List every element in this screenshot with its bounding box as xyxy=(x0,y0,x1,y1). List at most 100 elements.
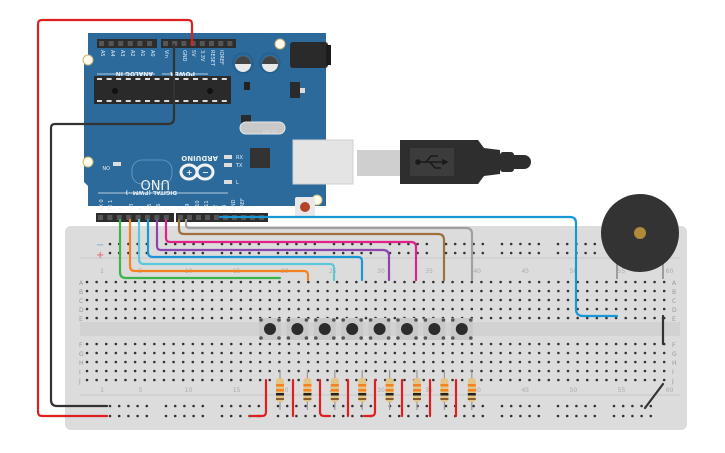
breadboard-hole[interactable] xyxy=(85,378,89,382)
header-pin[interactable] xyxy=(126,215,132,220)
rail-hole[interactable] xyxy=(164,251,168,255)
rail-hole[interactable] xyxy=(509,404,513,408)
rail-hole[interactable] xyxy=(351,242,354,246)
breadboard-hole[interactable] xyxy=(470,360,474,364)
breadboard-hole[interactable] xyxy=(172,378,175,382)
breadboard-hole[interactable] xyxy=(316,378,320,382)
breadboard-hole[interactable] xyxy=(133,298,137,302)
rail-hole[interactable] xyxy=(640,404,643,408)
breadboard-hole[interactable] xyxy=(499,378,502,382)
breadboard-hole[interactable] xyxy=(489,351,493,355)
breadboard-hole[interactable] xyxy=(528,316,531,320)
rail-hole[interactable] xyxy=(500,242,504,246)
breadboard-hole[interactable] xyxy=(614,316,618,320)
breadboard-hole[interactable] xyxy=(114,351,118,355)
rail-hole[interactable] xyxy=(425,404,429,408)
breadboard-hole[interactable] xyxy=(258,307,262,311)
breadboard-hole[interactable] xyxy=(614,289,618,293)
breadboard-hole[interactable] xyxy=(143,307,147,311)
breadboard-hole[interactable] xyxy=(153,289,156,293)
breadboard-hole[interactable] xyxy=(508,280,512,284)
rail-hole[interactable] xyxy=(285,414,289,418)
breadboard-hole[interactable] xyxy=(383,298,387,302)
breadboard-hole[interactable] xyxy=(595,378,599,382)
breadboard-hole[interactable] xyxy=(95,307,98,311)
breadboard-hole[interactable] xyxy=(480,378,483,382)
breadboard-hole[interactable] xyxy=(393,280,397,284)
breadboard-hole[interactable] xyxy=(605,342,608,346)
breadboard-hole[interactable] xyxy=(441,369,445,373)
breadboard-hole[interactable] xyxy=(278,351,281,355)
breadboard-hole[interactable] xyxy=(634,351,637,355)
breadboard-hole[interactable] xyxy=(537,280,541,284)
breadboard-hole[interactable] xyxy=(528,289,531,293)
pushbutton[interactable] xyxy=(423,318,446,340)
breadboard-hole[interactable] xyxy=(335,342,339,346)
breadboard-hole[interactable] xyxy=(268,280,272,284)
breadboard-hole[interactable] xyxy=(230,307,233,311)
header-pin[interactable] xyxy=(145,215,150,220)
rail-hole[interactable] xyxy=(556,414,560,418)
breadboard-hole[interactable] xyxy=(191,378,195,382)
breadboard-hole[interactable] xyxy=(181,342,185,346)
breadboard-hole[interactable] xyxy=(95,351,98,355)
breadboard-hole[interactable] xyxy=(557,289,560,293)
wire-d9[interactable] xyxy=(184,218,474,282)
header-pin[interactable] xyxy=(196,215,201,220)
breadboard-hole[interactable] xyxy=(624,289,628,293)
breadboard-hole[interactable] xyxy=(162,360,166,364)
rail-hole[interactable] xyxy=(108,242,112,246)
breadboard-hole[interactable] xyxy=(585,378,589,382)
breadboard-hole[interactable] xyxy=(499,289,502,293)
breadboard-hole[interactable] xyxy=(335,360,339,364)
breadboard-hole[interactable] xyxy=(95,369,98,373)
header-pin[interactable] xyxy=(218,41,224,46)
header-pin[interactable] xyxy=(209,41,214,46)
breadboard-hole[interactable] xyxy=(181,298,185,302)
breadboard-hole[interactable] xyxy=(258,289,262,293)
breadboard-hole[interactable] xyxy=(528,307,531,311)
breadboard-hole[interactable] xyxy=(547,280,551,284)
breadboard-hole[interactable] xyxy=(576,351,579,355)
rail-hole[interactable] xyxy=(313,242,317,246)
breadboard-hole[interactable] xyxy=(278,342,281,346)
breadboard-hole[interactable] xyxy=(547,369,551,373)
breadboard-hole[interactable] xyxy=(124,351,127,355)
breadboard-hole[interactable] xyxy=(181,351,185,355)
breadboard-hole[interactable] xyxy=(95,289,98,293)
rail-hole[interactable] xyxy=(416,414,419,418)
breadboard-hole[interactable] xyxy=(316,280,320,284)
rail-hole[interactable] xyxy=(313,404,317,408)
breadboard-hole[interactable] xyxy=(364,360,368,364)
rail-hole[interactable] xyxy=(565,251,569,255)
rail-hole[interactable] xyxy=(528,414,531,418)
breadboard-hole[interactable] xyxy=(249,351,252,355)
rail-hole[interactable] xyxy=(220,251,224,255)
breadboard-hole[interactable] xyxy=(643,378,647,382)
breadboard-hole[interactable] xyxy=(557,307,560,311)
breadboard-hole[interactable] xyxy=(537,316,541,320)
breadboard-hole[interactable] xyxy=(393,360,397,364)
breadboard-hole[interactable] xyxy=(537,307,541,311)
breadboard-hole[interactable] xyxy=(220,316,223,320)
rail-hole[interactable] xyxy=(537,251,541,255)
pushbutton-cap[interactable] xyxy=(373,323,386,335)
breadboard-hole[interactable] xyxy=(268,351,272,355)
rail-hole[interactable] xyxy=(127,414,130,418)
breadboard-hole[interactable] xyxy=(172,289,175,293)
breadboard-hole[interactable] xyxy=(316,360,320,364)
rail-hole[interactable] xyxy=(463,414,466,418)
breadboard-hole[interactable] xyxy=(210,316,214,320)
breadboard-hole[interactable] xyxy=(412,369,416,373)
breadboard-hole[interactable] xyxy=(624,316,628,320)
breadboard-hole[interactable] xyxy=(422,342,426,346)
rail-hole[interactable] xyxy=(276,251,280,255)
breadboard-hole[interactable] xyxy=(355,360,358,364)
rail-hole[interactable] xyxy=(509,414,513,418)
breadboard-hole[interactable] xyxy=(383,280,387,284)
breadboard-hole[interactable] xyxy=(124,307,127,311)
rail-hole[interactable] xyxy=(631,404,634,408)
header-pin[interactable] xyxy=(107,215,113,220)
breadboard-hole[interactable] xyxy=(614,351,618,355)
breadboard-hole[interactable] xyxy=(547,378,551,382)
